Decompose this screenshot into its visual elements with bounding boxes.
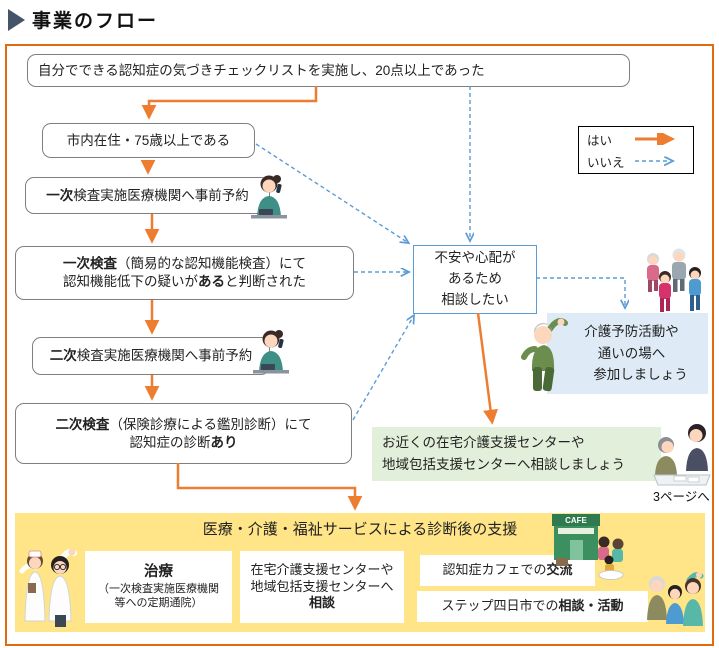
second-exam-result-line2: 認知症の診断あり [129, 434, 238, 450]
treatment-sub2: 等への定期通院） [114, 597, 203, 610]
phone-receptionist-icon [251, 175, 287, 219]
walking-group-illustration [647, 248, 701, 312]
step-box: ステップ四日市での相談・活動 [417, 591, 648, 622]
page-title-row: 事業のフロー [8, 6, 158, 33]
second-exam-reserve-text: 二次検査実施医療機関へ事前予約 [49, 348, 253, 364]
page-title: 事業のフロー [32, 11, 159, 32]
support-panel-header: 医療・介護・福祉サービスによる診断後の支援 [202, 521, 518, 538]
prevention-line3: 参加しましょう [593, 367, 688, 383]
resident-text: 市内在住・75歳以上である [66, 132, 231, 148]
page-note: 3ページへ [653, 490, 710, 504]
support-consult-line1: 在宅介護支援センターや [250, 561, 394, 577]
prevention-line1: 介護予防活動や [584, 324, 679, 340]
first-exam-result-line1: 一次検査（簡易的な認知機能検査）にて [63, 256, 306, 272]
consult-center-box: お近くの在宅介護支援センターや 地域包括支援センターへ相談しましょう [372, 427, 661, 481]
checklist-box: 自分でできる認知症の気づきチェックリストを実施し、20点以上であった [27, 54, 630, 87]
legend-yes-label: はい [587, 133, 613, 148]
legend-no-label: いいえ [587, 155, 625, 170]
treatment-sub1: （一次検査実施医療機関 [98, 583, 219, 596]
title-triangle-icon [8, 8, 25, 31]
treatment-title: 治療 [144, 564, 173, 581]
worry-line3: 相談したい [441, 291, 509, 307]
legend-yes-arrow-icon [635, 133, 675, 145]
second-exam-reserve-box: 二次検査実施医療機関へ事前予約 [32, 337, 270, 375]
prevention-box: 介護予防活動や 通いの場へ 参加しましょう [547, 313, 708, 394]
first-exam-result-line2: 認知機能低下の疑いがあると判断された [63, 274, 306, 289]
legend-no-arrow-icon [635, 155, 677, 167]
worry-line1: 不安や心配が [434, 250, 516, 266]
legend-box: はい いいえ [578, 126, 694, 174]
first-exam-reserve-box: 一次検査実施医療機関へ事前予約 [25, 177, 270, 214]
cafe-illustration: CAFE [552, 514, 624, 580]
support-panel: 医療・介護・福祉サービスによる診断後の支援 治療 （一次検査実施医療機関 等への… [15, 513, 705, 632]
consult-center-line2: 地域包括支援センターへ相談しましょう [382, 457, 625, 472]
first-exam-reserve-text: 一次検査実施医療機関へ事前予約 [46, 187, 249, 203]
doctor-nurse-illustration [19, 548, 77, 627]
checklist-text: 自分でできる認知症の気づきチェックリストを実施し、20点以上であった [38, 62, 485, 78]
second-exam-result-box: 二次検査（保険診療による鑑別診断）にて 認知症の診断あり [15, 403, 352, 464]
phone-receptionist-icon [253, 330, 289, 374]
resident-box: 市内在住・75歳以上である [42, 123, 255, 158]
support-consult-box: 在宅介護支援センターや 地域包括支援センターへ 相談 [240, 551, 404, 623]
prevention-line2: 通いの場へ [597, 345, 666, 361]
worry-consult-box: 不安や心配が あるため 相談したい [413, 245, 537, 314]
step-text: ステップ四日市での相談・活動 [441, 598, 624, 614]
support-consult-line3: 相談 [308, 595, 335, 611]
consultation-illustration [653, 424, 711, 486]
worry-line2: あるため [448, 271, 502, 287]
legend-no-row: いいえ [587, 152, 685, 171]
support-consult-line2: 地域包括支援センターへ [250, 578, 394, 594]
first-exam-result-box: 一次検査（簡易的な認知機能検査）にて 認知機能低下の疑いがあると判断された [15, 246, 354, 300]
cafe-sign-text: CAFE [565, 516, 587, 525]
treatment-box: 治療 （一次検査実施医療機関 等への定期通院） [85, 551, 232, 623]
step-group-illustration [647, 572, 704, 626]
legend-yes-row: はい [587, 130, 685, 149]
exercising-man-illustration [521, 318, 568, 392]
second-exam-result-line1: 二次検査（保険診療による鑑別診断）にて [55, 416, 312, 432]
consult-center-line1: お近くの在宅介護支援センターや [382, 435, 585, 451]
